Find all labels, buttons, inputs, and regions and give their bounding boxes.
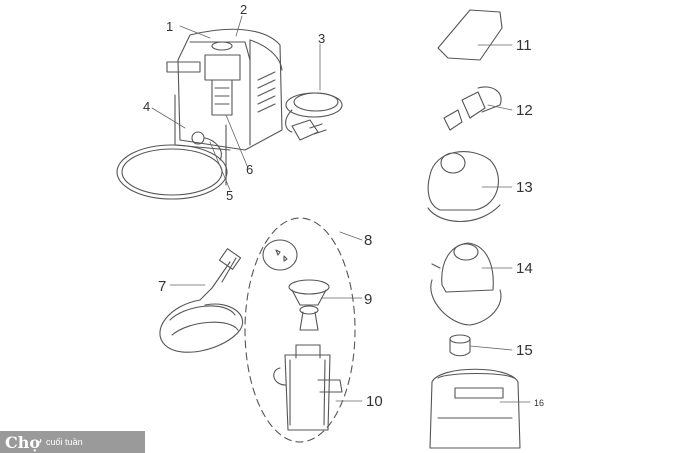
nebulizer-cap	[262, 239, 330, 331]
callout-7: 7	[158, 278, 167, 295]
air-tube-coil	[116, 124, 228, 200]
callout-11: 11	[516, 37, 532, 54]
nasal-piece	[443, 86, 502, 131]
air-tube	[159, 248, 244, 353]
callout-1: 1	[166, 19, 174, 34]
watermark-brand: Chợ	[5, 432, 41, 452]
compressor-unit	[166, 28, 283, 151]
callout-9: 9	[364, 291, 373, 308]
carry-bag	[429, 368, 521, 449]
mouthpiece	[437, 9, 503, 61]
callout-6: 6	[246, 162, 254, 177]
callout-13: 13	[516, 179, 533, 196]
callout-3: 3	[318, 31, 326, 46]
callout-4: 4	[143, 99, 151, 114]
callout-8: 8	[364, 232, 373, 249]
watermark-subtitle: cuối tuần	[46, 437, 83, 447]
callout-14: 14	[516, 260, 533, 277]
air-filter	[449, 334, 471, 357]
callout-12: 12	[516, 102, 533, 119]
child-mask	[430, 242, 502, 326]
leader-lines	[151, 15, 531, 403]
adult-mask	[427, 151, 501, 223]
power-cord	[285, 92, 343, 141]
watermark-logo: Chợ cuối tuần	[0, 431, 145, 453]
nebulizer-cup	[273, 344, 343, 431]
callout-5: 5	[226, 188, 234, 203]
callout-10: 10	[366, 393, 383, 410]
kit-group-outline	[244, 217, 356, 443]
callout-16: 16	[534, 398, 545, 408]
callout-15: 15	[516, 342, 533, 359]
callout-2: 2	[240, 2, 248, 17]
